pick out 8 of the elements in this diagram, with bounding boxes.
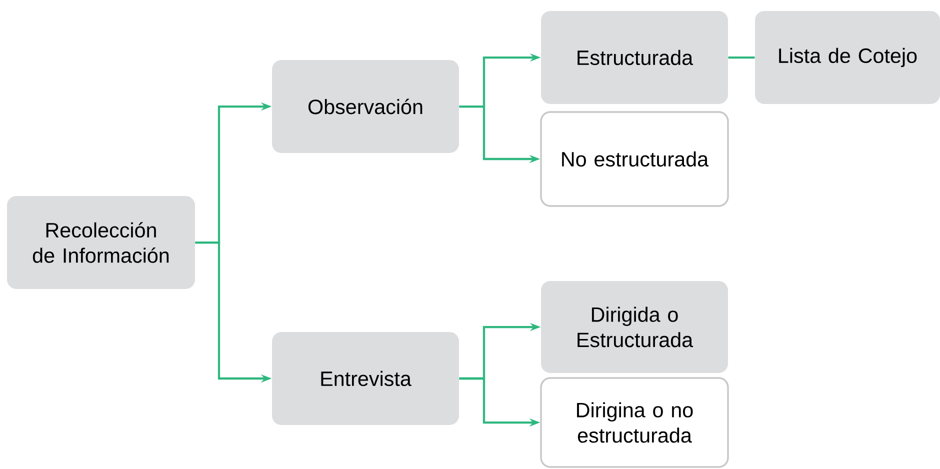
process-box: Dirigina o no estructurada	[540, 377, 729, 468]
process-box: Observación	[272, 60, 459, 153]
process-box: Estructurada	[541, 11, 728, 104]
process-box: Dirigida o Estructurada	[541, 281, 728, 373]
process-box: Recolección de Información	[7, 196, 195, 289]
process-box: Lista de Cotejo	[755, 11, 940, 104]
process-box: No estructurada	[540, 111, 729, 207]
process-box: Entrevista	[272, 332, 459, 425]
